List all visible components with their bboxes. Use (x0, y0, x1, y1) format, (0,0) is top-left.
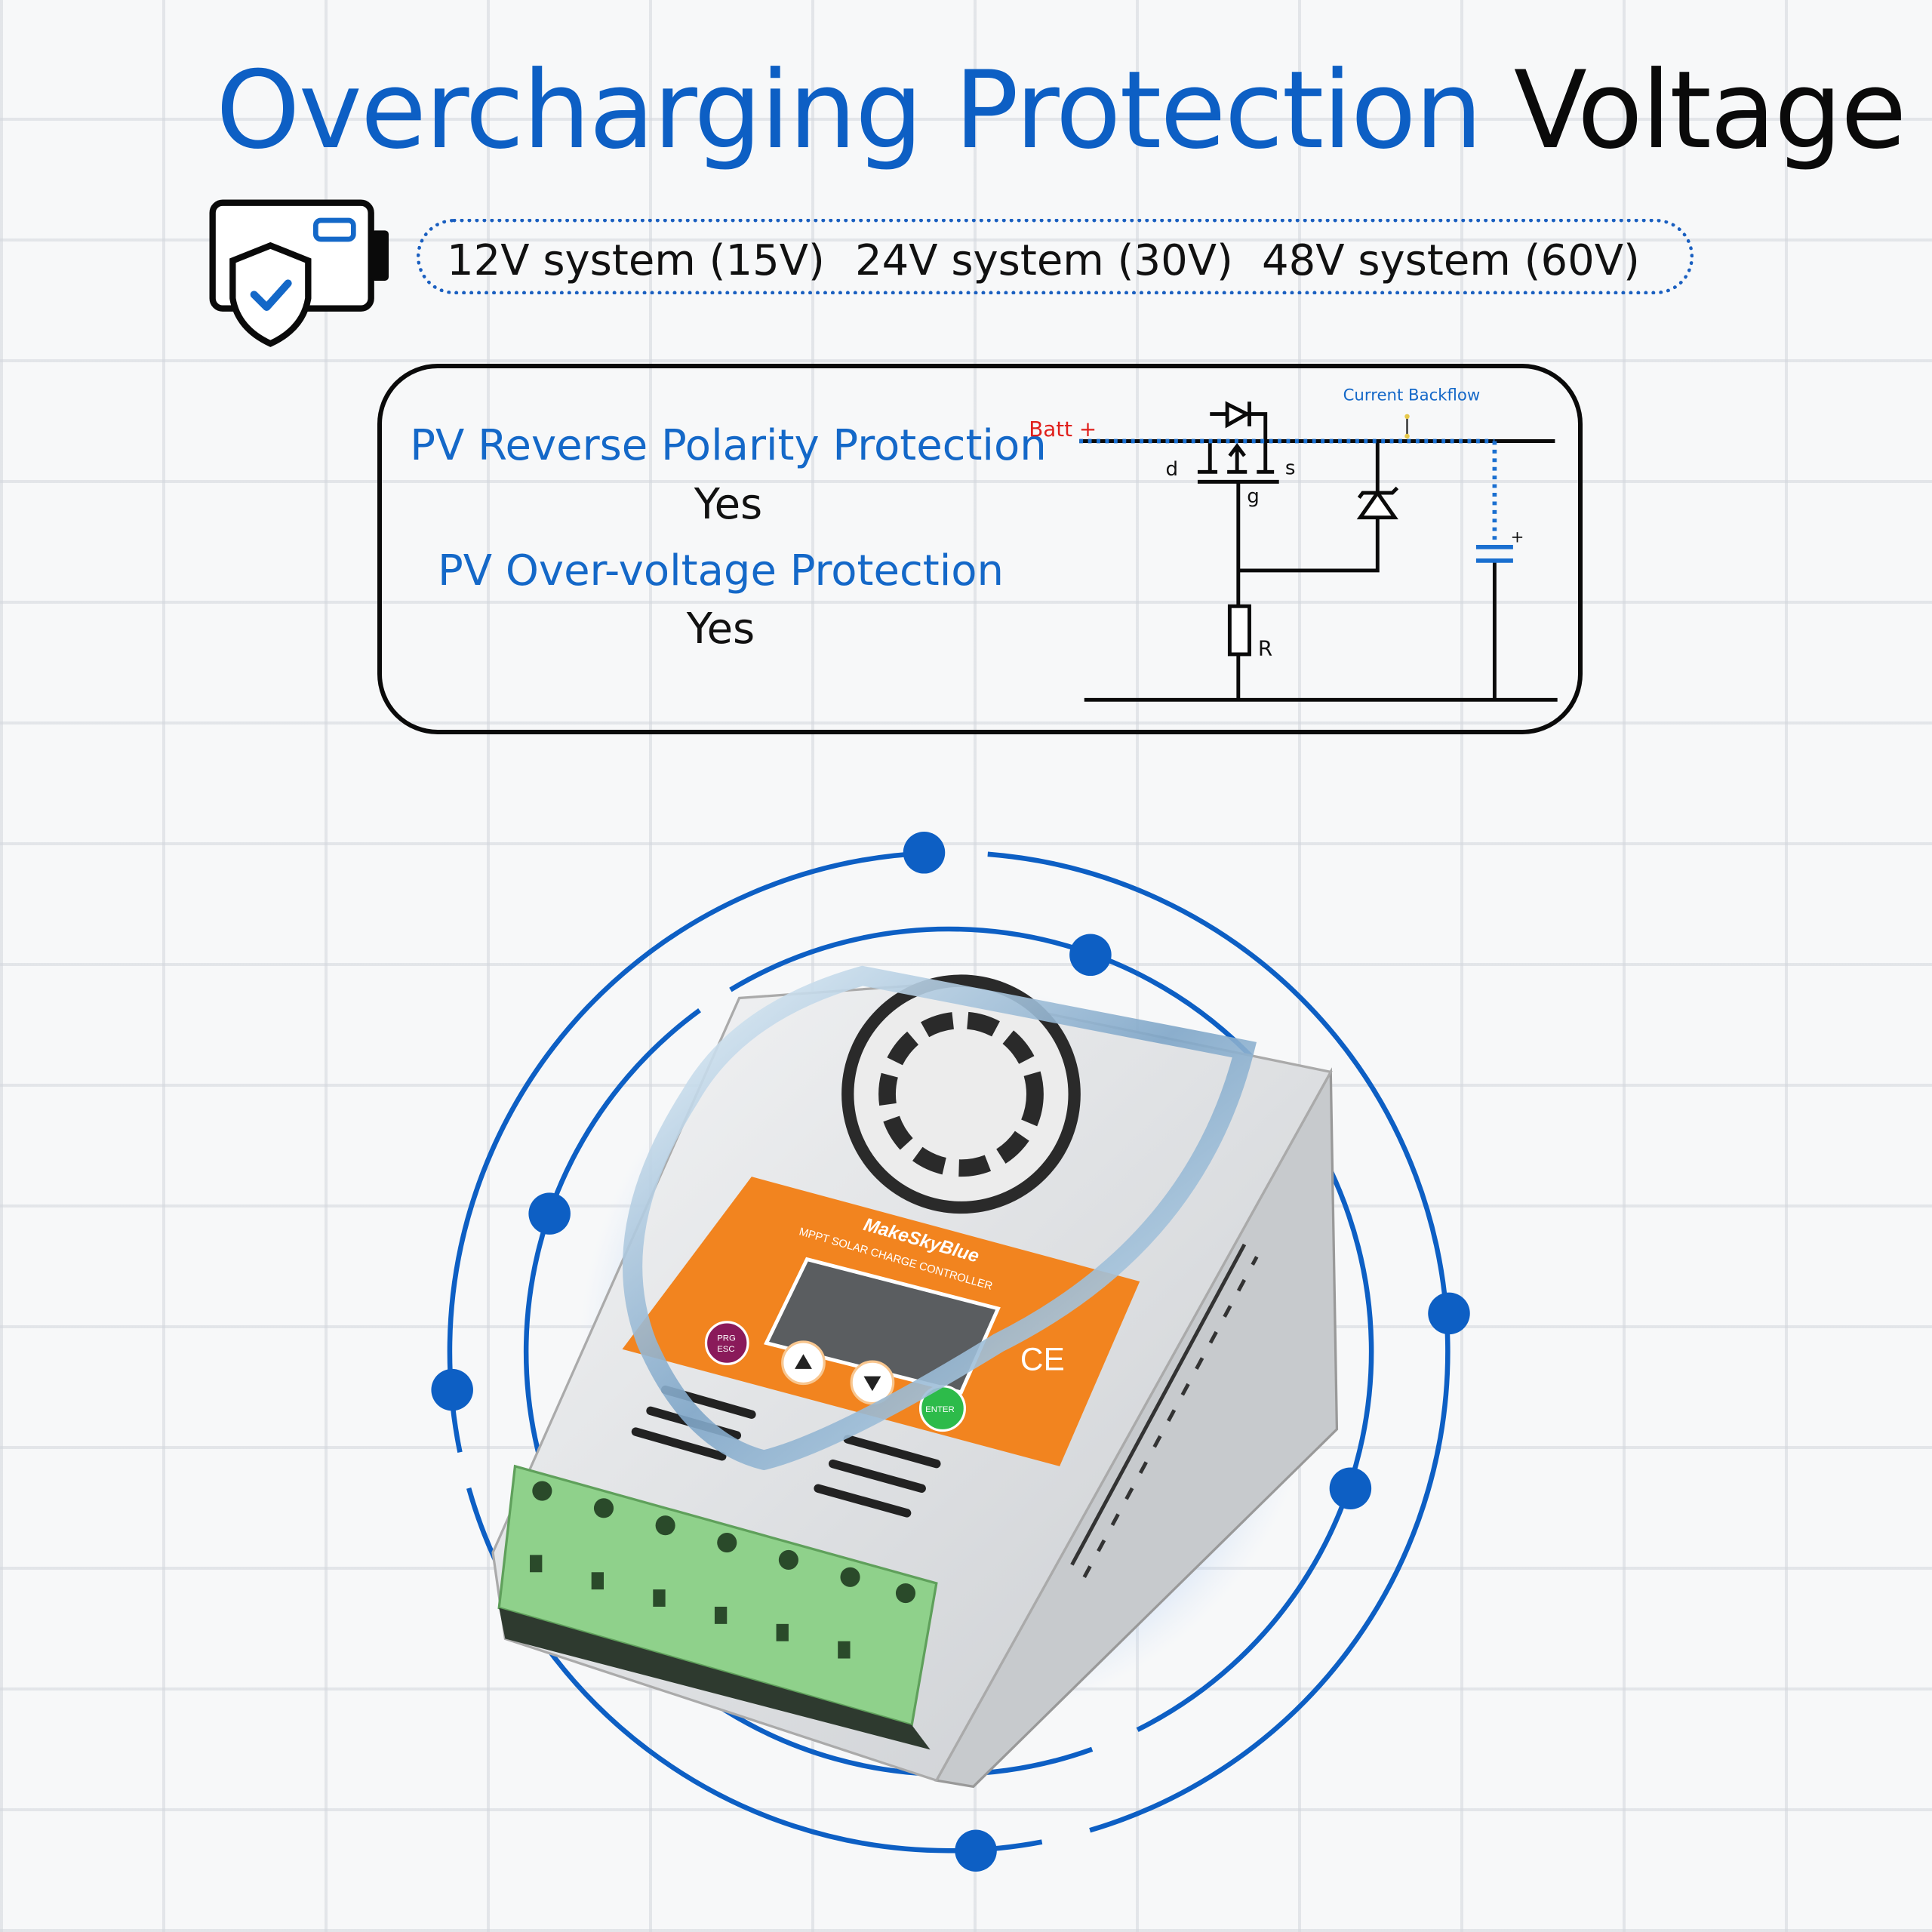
reverse-polarity-value: Yes (694, 480, 763, 529)
front-panel: MakeSkyBlue MPPT SOLAR CHARGE CONTROLLER… (622, 1177, 1140, 1466)
diode-symbol (1225, 401, 1251, 429)
system-48v: 48V system (60V) (1262, 236, 1640, 285)
page-title: Overcharging Protection Voltage (216, 47, 1907, 175)
battery-shield-check-icon (208, 198, 396, 349)
shield-overlay (623, 965, 1257, 1471)
system-24v: 24V system (30V) (855, 236, 1233, 285)
orbit-dots (431, 832, 1470, 1872)
circuit-diagram (1079, 401, 1558, 702)
system-12v: 12V system (15V) (447, 236, 825, 285)
system-voltage-list: 12V system (15V) 24V system (30V) 48V sy… (417, 219, 1694, 294)
backflow-label: Current Backflow (1343, 386, 1481, 405)
enter-text: ENTER (925, 1405, 955, 1414)
resistor-label: R (1258, 636, 1272, 661)
charge-controller-image: MakeSkyBlue MPPT SOLAR CHARGE CONTROLLER… (491, 965, 1339, 1789)
ce-mark: CE (1020, 1342, 1065, 1377)
drain-label: d (1165, 458, 1178, 481)
zener-symbol (1356, 489, 1398, 520)
batt-label: Batt + (1029, 417, 1097, 441)
esc-text: ESC (717, 1345, 734, 1354)
title-blue: Overcharging Protection (216, 48, 1483, 173)
over-voltage-value: Yes (686, 605, 755, 654)
gate-label: g (1247, 485, 1260, 508)
reverse-polarity-label: PV Reverse Polarity Protection (410, 421, 1047, 470)
capacitor-plus: + (1511, 528, 1524, 546)
title-black: Voltage (1513, 48, 1907, 173)
prg-text: PRG (717, 1334, 736, 1343)
lcd-screen (763, 1257, 1001, 1395)
protection-panel (377, 364, 1583, 734)
terminal-block (497, 1464, 938, 1750)
over-voltage-label: PV Over-voltage Protection (437, 546, 1004, 595)
resistor-symbol (1227, 604, 1251, 657)
source-label: s (1285, 457, 1296, 480)
prg-esc-button (704, 1321, 749, 1365)
